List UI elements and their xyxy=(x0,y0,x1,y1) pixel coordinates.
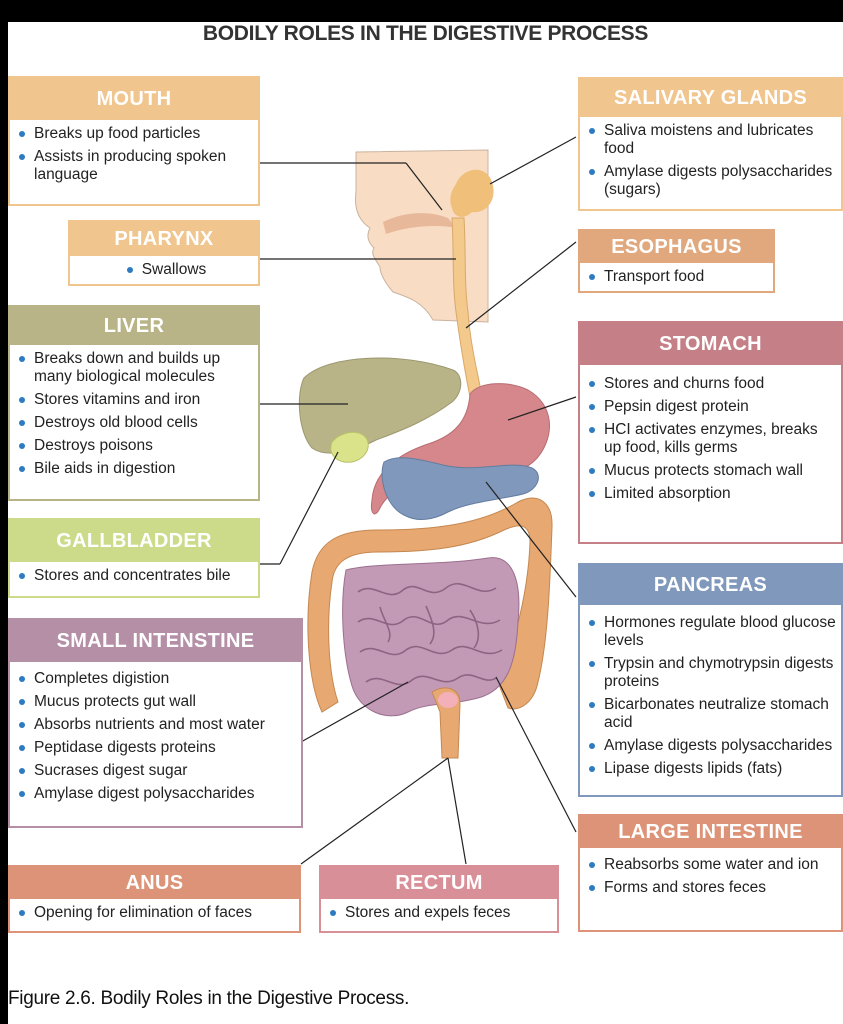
small-intestine-item: Sucrases digest sugar xyxy=(16,762,297,780)
salivary-glands-item: Saliva moistens and lubricates food xyxy=(586,122,837,158)
diagram-sheet: BODILY ROLES IN THE DIGESTIVE PROCESS xyxy=(8,22,843,1024)
mouth-header: MOUTH xyxy=(10,78,258,120)
small-intestine-item: Absorbs nutrients and most water xyxy=(16,716,297,734)
rectum-list: Stores and expels feces xyxy=(321,899,557,922)
leader-lines xyxy=(258,136,577,865)
large-intestine-shape xyxy=(307,497,553,713)
rectum-item: Stores and expels feces xyxy=(327,904,553,922)
large-intestine-header: LARGE INTESTINE xyxy=(580,816,841,848)
small-intestine-coils xyxy=(357,582,503,686)
pharynx-box: PHARYNX Swallows xyxy=(68,220,260,286)
digestive-system-illustration xyxy=(258,136,577,865)
pancreas-box: PANCREAS Hormones regulate blood glucose… xyxy=(578,563,843,797)
anus-header: ANUS xyxy=(10,867,299,899)
pancreas-shape xyxy=(381,457,539,520)
anus-item: Opening for elimination of faces xyxy=(16,904,295,922)
liver-item: Bile aids in digestion xyxy=(16,460,254,478)
liver-item: Stores vitamins and iron xyxy=(16,391,254,409)
pancreas-item: Bicarbonates neutralize stomach acid xyxy=(586,696,837,732)
liver-box: LIVER Breaks down and builds up many bio… xyxy=(8,305,260,501)
gallbladder-list: Stores and concentrates bile xyxy=(10,562,258,585)
leader-rectum xyxy=(447,757,467,865)
leader-salivary xyxy=(489,136,577,185)
esophagus-header: ESOPHAGUS xyxy=(580,231,773,263)
leader-stomach xyxy=(507,396,577,421)
mouth-list: Breaks up food particles Assists in prod… xyxy=(10,120,258,184)
leader-small-intestine xyxy=(300,681,409,743)
large-intestine-item: Reabsorbs some water and ion xyxy=(586,856,837,874)
liver-shape xyxy=(298,357,462,454)
esophagus-list: Transport food xyxy=(580,263,773,286)
large-intestine-item: Forms and stores feces xyxy=(586,879,837,897)
stomach-header: STOMACH xyxy=(580,323,841,365)
small-intestine-shape xyxy=(342,557,520,717)
diagram-title: BODILY ROLES IN THE DIGESTIVE PROCESS xyxy=(202,22,649,45)
small-intestine-list: Completes digistion Mucus protects gut w… xyxy=(10,662,301,803)
small-intestine-item: Peptidase digests proteins xyxy=(16,739,297,757)
rectum-header: RECTUM xyxy=(321,867,557,899)
anus-box: ANUS Opening for elimination of faces xyxy=(8,865,301,933)
salivary-glands-item: Amylase digests polysaccharides (sugars) xyxy=(586,163,837,199)
pancreas-header: PANCREAS xyxy=(580,565,841,605)
leader-pancreas xyxy=(485,481,577,598)
pharynx-item: Swallows xyxy=(124,261,206,279)
stomach-box: STOMACH Stores and churns food Pepsin di… xyxy=(578,321,843,544)
pharynx-list: Swallows xyxy=(70,256,258,279)
esophagus-box: ESOPHAGUS Transport food xyxy=(578,229,775,293)
rectum-highlight xyxy=(438,692,458,708)
mouth-box: MOUTH Breaks up food particles Assists i… xyxy=(8,76,260,206)
stomach-item: HCI activates enzymes, breaks up food, k… xyxy=(586,421,837,457)
pancreas-item: Trypsin and chymotrypsin digests protein… xyxy=(586,655,837,691)
pancreas-item: Hormones regulate blood glucose levels xyxy=(586,614,837,650)
gallbladder-item: Stores and concentrates bile xyxy=(16,567,254,585)
stomach-list: Stores and churns food Pepsin digest pro… xyxy=(580,365,841,503)
liver-item: Destroys old blood cells xyxy=(16,414,254,432)
large-intestine-list: Reabsorbs some water and ion Forms and s… xyxy=(580,848,841,897)
pancreas-item: Lipase digests lipids (fats) xyxy=(586,760,837,778)
leader-large-intestine xyxy=(495,676,577,833)
gallbladder-shape xyxy=(330,431,369,463)
figure-caption: Figure 2.6. Bodily Roles in the Digestiv… xyxy=(8,988,410,1009)
salivary-glands-header: SALIVARY GLANDS xyxy=(580,79,841,117)
anus-list: Opening for elimination of faces xyxy=(10,899,299,922)
stomach-item: Limited absorption xyxy=(586,485,837,503)
small-intestine-box: SMALL INTENSTINE Completes digistion Muc… xyxy=(8,618,303,828)
stomach-item: Pepsin digest protein xyxy=(586,398,837,416)
pancreas-item: Amylase digests polysaccharides xyxy=(586,737,837,755)
pharynx-header: PHARYNX xyxy=(70,222,258,256)
mouth-item: Assists in producing spoken language xyxy=(16,148,254,184)
gallbladder-header: GALLBLADDER xyxy=(10,520,258,562)
small-intestine-item: Completes digistion xyxy=(16,670,297,688)
salivary-glands-list: Saliva moistens and lubricates food Amyl… xyxy=(580,117,841,199)
rectum-box: RECTUM Stores and expels feces xyxy=(319,865,559,933)
small-intestine-header: SMALL INTENSTINE xyxy=(10,620,301,662)
liver-item: Destroys poisons xyxy=(16,437,254,455)
mouth-item: Breaks up food particles xyxy=(16,125,254,143)
large-intestine-box: LARGE INTESTINE Reabsorbs some water and… xyxy=(578,814,843,932)
liver-item: Breaks down and builds up many biologica… xyxy=(16,350,254,386)
leader-anus xyxy=(300,757,449,865)
liver-header: LIVER xyxy=(10,307,258,345)
esophagus-item: Transport food xyxy=(586,268,769,286)
leader-esophagus xyxy=(465,241,577,329)
salivary-glands-box: SALIVARY GLANDS Saliva moistens and lubr… xyxy=(578,77,843,211)
gallbladder-box: GALLBLADDER Stores and concentrates bile xyxy=(8,518,260,598)
oral-cavity xyxy=(383,213,456,234)
pancreas-list: Hormones regulate blood glucose levels T… xyxy=(580,605,841,778)
stomach-item: Mucus protects stomach wall xyxy=(586,462,837,480)
stomach-item: Stores and churns food xyxy=(586,375,837,393)
small-intestine-item: Amylase digest polysaccharides xyxy=(16,785,297,803)
leader-gallbladder-2 xyxy=(279,451,339,565)
leader-mouth-2 xyxy=(405,162,443,211)
liver-list: Breaks down and builds up many biologica… xyxy=(10,345,258,478)
small-intestine-item: Mucus protects gut wall xyxy=(16,693,297,711)
salivary-gland-shape xyxy=(450,169,494,217)
